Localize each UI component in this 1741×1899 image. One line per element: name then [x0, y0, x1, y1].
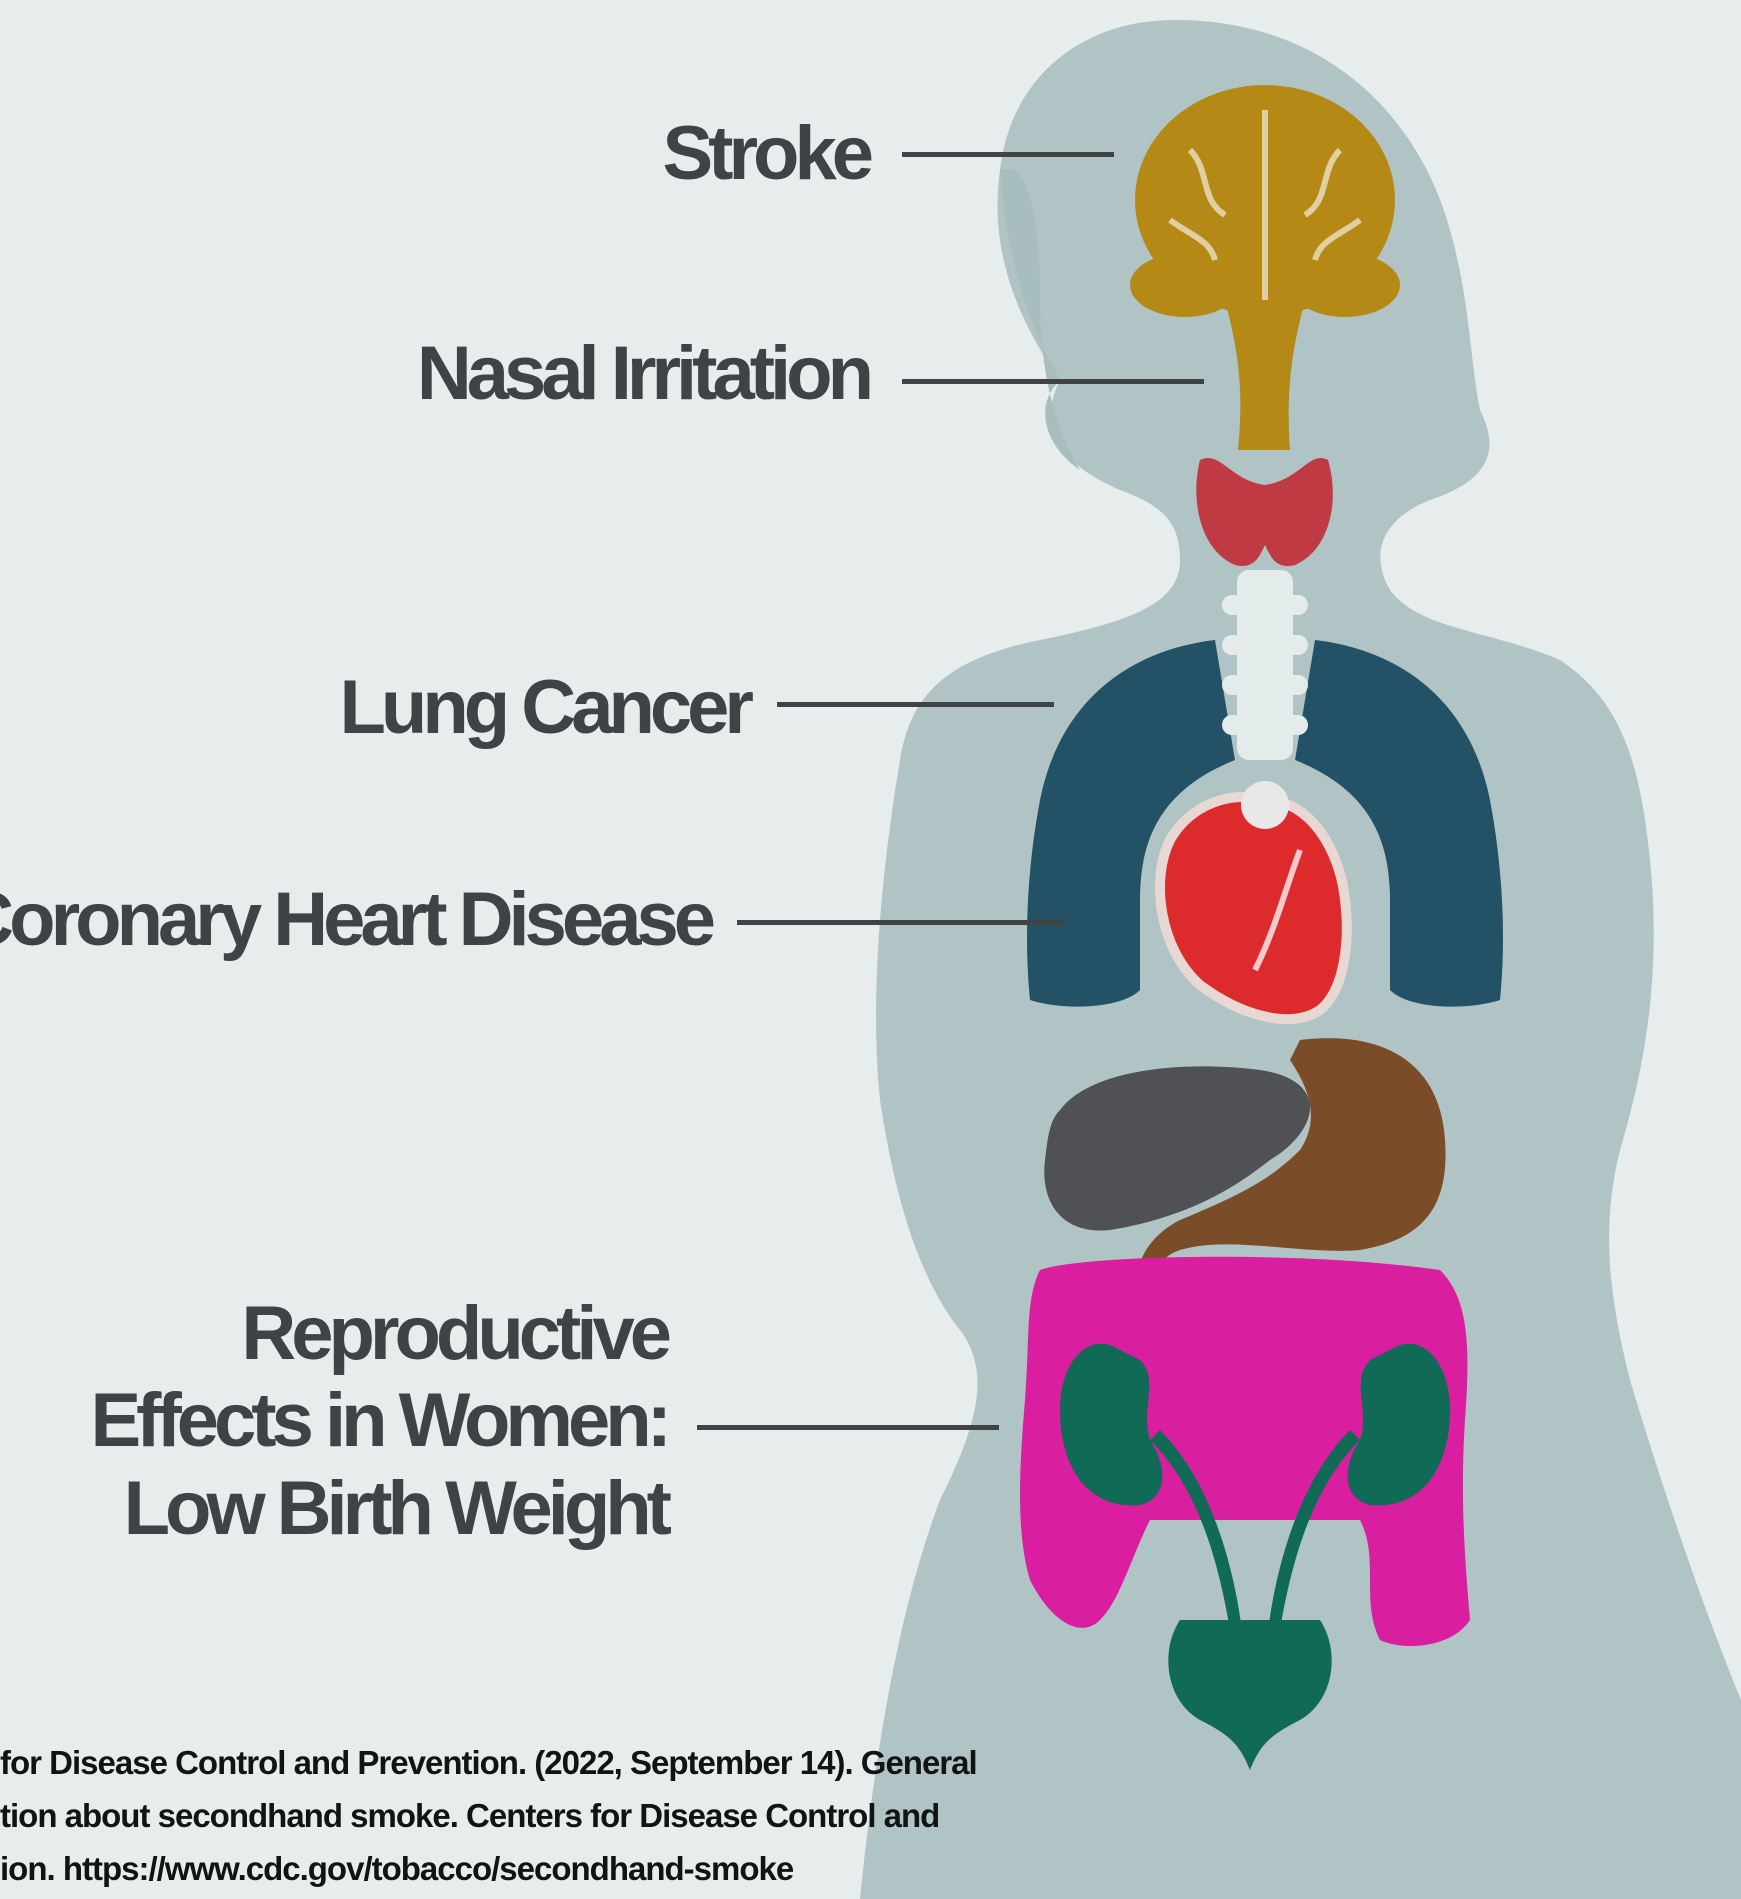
heart-aorta	[1241, 781, 1289, 829]
label-lung-cancer: Lung Cancer	[340, 670, 750, 746]
leader-reproductive-effects	[697, 1425, 999, 1430]
label-reproductive-line1: Reproductive	[90, 1290, 667, 1377]
label-reproductive-line2: Effects in Women:	[90, 1377, 667, 1464]
label-nasal-irritation: Nasal Irritation	[417, 336, 869, 412]
leader-nasal-irritation	[902, 379, 1204, 384]
citation-line1: for Disease Control and Prevention. (202…	[0, 1736, 1120, 1789]
leader-coronary-heart-disease	[737, 920, 1064, 925]
citation-line3: ion. https://www.cdc.gov/tobacco/secondh…	[0, 1842, 1120, 1895]
label-reproductive-effects: Reproductive Effects in Women: Low Birth…	[90, 1290, 667, 1552]
citation-line2: tion about secondhand smoke. Centers for…	[0, 1789, 1120, 1842]
label-coronary-heart-disease: Coronary Heart Disease	[0, 882, 711, 958]
label-reproductive-line3: Low Birth Weight	[90, 1465, 667, 1552]
label-stroke: Stroke	[662, 116, 869, 192]
leader-stroke	[902, 152, 1114, 157]
citation: for Disease Control and Prevention. (202…	[0, 1736, 1120, 1895]
leader-lung-cancer	[777, 702, 1054, 707]
